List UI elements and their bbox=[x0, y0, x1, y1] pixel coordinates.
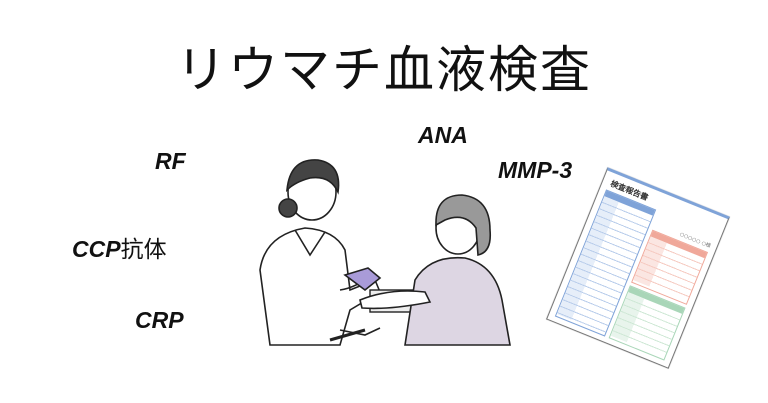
label-crp: CRP bbox=[135, 307, 184, 333]
label-ccp-suffix: 抗体 bbox=[120, 237, 167, 263]
blood-test-illustration bbox=[259, 159, 511, 346]
tube-icon bbox=[329, 328, 366, 342]
page-title: リウマチ血液検査 bbox=[176, 41, 592, 99]
label-ccp-antibody: CCP抗体 bbox=[72, 230, 167, 264]
nurse-figure bbox=[259, 159, 382, 346]
label-mmp3: MMP-3 bbox=[498, 157, 573, 183]
patient-figure bbox=[359, 194, 511, 346]
label-ana: ANA bbox=[418, 122, 468, 148]
label-ccp: CCP bbox=[72, 236, 121, 262]
label-rf: RF bbox=[155, 148, 186, 174]
test-report-document: 検査報告書 ○○○○○ ○様 bbox=[546, 167, 730, 369]
